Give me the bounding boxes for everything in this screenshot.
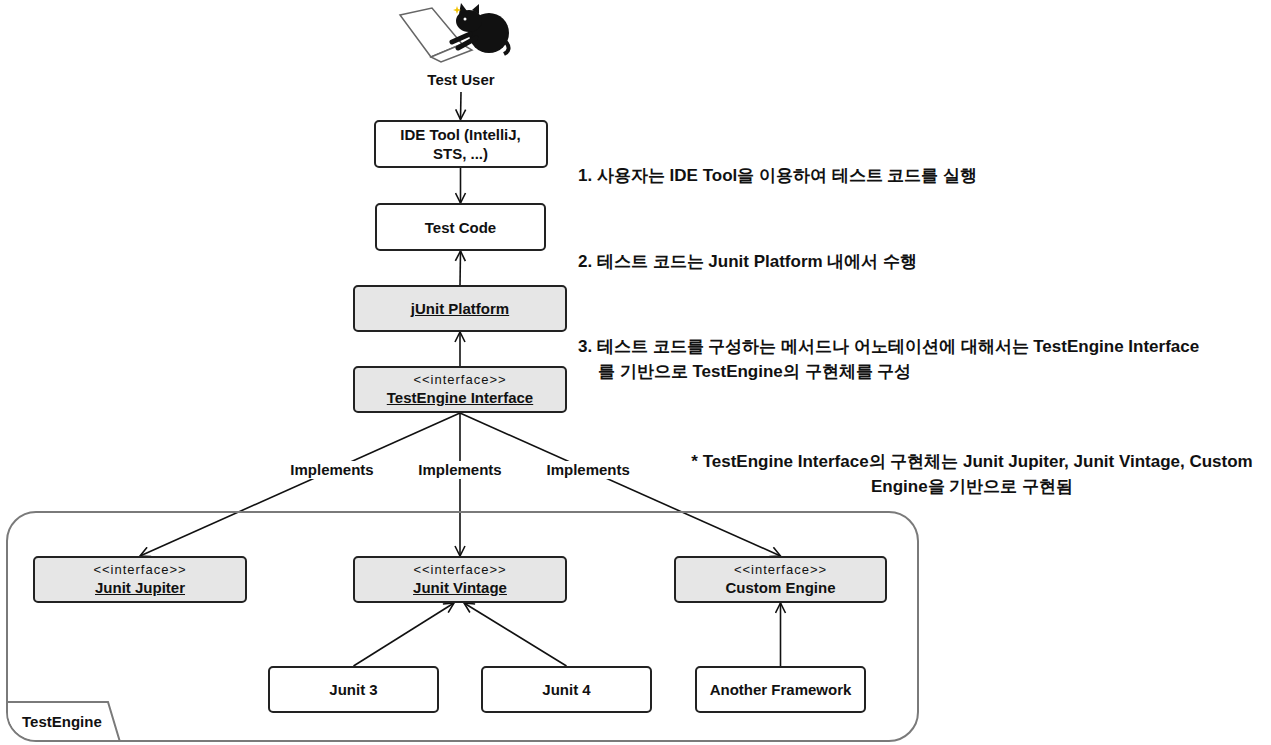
node-label: Junit 3 bbox=[329, 680, 377, 699]
edge-label: Implements bbox=[287, 461, 376, 479]
platform-box: jUnit Platform bbox=[353, 285, 567, 332]
note-text: 1. 사용자는 IDE Tool을 이용하여 테스트 코드를 실행 bbox=[578, 163, 977, 188]
node-label: Test Code bbox=[425, 218, 496, 237]
group-frame: TestEngine<<interface>>Junit Jupiter<<in… bbox=[6, 511, 919, 742]
group-tab bbox=[6, 702, 120, 742]
stereotype: <<interface>> bbox=[413, 562, 506, 578]
laptop-base bbox=[431, 44, 472, 62]
connector-arrow bbox=[780, 603, 782, 666]
actor-label: Test User bbox=[410, 68, 512, 90]
node-label: jUnit Platform bbox=[411, 299, 509, 318]
node-label: Another Framework bbox=[710, 680, 852, 699]
node-label: Junit Jupiter bbox=[95, 578, 185, 597]
edge-label: Implements bbox=[415, 461, 504, 479]
connector-arrow bbox=[459, 251, 461, 285]
process-box: IDE Tool (IntelliJ, STS, ...) bbox=[374, 120, 548, 168]
edge-label: Implements bbox=[544, 461, 633, 479]
interface-box: <<interface>>Custom Engine bbox=[674, 556, 887, 603]
sparkle bbox=[453, 6, 461, 14]
note-text: 2. 테스트 코드는 Junit Platform 내에서 수행 bbox=[578, 249, 917, 274]
framework-box: Junit 4 bbox=[481, 666, 652, 713]
cat-eye bbox=[464, 18, 467, 21]
node-label: Junit Vintage bbox=[413, 578, 507, 597]
stereotype: <<interface>> bbox=[734, 562, 827, 578]
group-label-holder: TestEngine bbox=[22, 712, 102, 731]
cat-tail bbox=[504, 42, 509, 54]
node-label: Junit 4 bbox=[542, 680, 590, 699]
framework-box: Another Framework bbox=[695, 666, 866, 713]
interface-box: <<interface>>Junit Jupiter bbox=[33, 556, 247, 603]
interface-box: <<interface>>TestEngine Interface bbox=[353, 366, 567, 413]
stereotype: <<interface>> bbox=[413, 372, 506, 388]
cat-ear bbox=[459, 3, 467, 14]
interface-box: <<interface>>Junit Vintage bbox=[353, 556, 567, 603]
framework-box: Junit 3 bbox=[268, 666, 439, 713]
connector-arrow bbox=[464, 603, 567, 666]
connector-arrow bbox=[460, 168, 462, 204]
node-label: Test User bbox=[427, 70, 494, 89]
cat-ear bbox=[472, 4, 479, 14]
cat-paw bbox=[452, 34, 476, 48]
stereotype: <<interface>> bbox=[93, 562, 186, 578]
node-label: TestEngine Interface bbox=[387, 388, 533, 407]
connector-arrow bbox=[460, 92, 462, 120]
connector-arrow bbox=[459, 413, 461, 556]
connector-arrow bbox=[459, 332, 461, 366]
node-label: IDE Tool (IntelliJ, STS, ...) bbox=[386, 125, 536, 163]
note-text: * TestEngine Interface의 구현체는 Junit Jupit… bbox=[678, 449, 1266, 499]
connector-arrow bbox=[140, 413, 460, 556]
process-box: Test Code bbox=[375, 203, 546, 251]
connector-arrow bbox=[460, 413, 781, 556]
note-text: 3. 테스트 코드를 구성하는 메서드나 어노테이션에 대해서는 TestEng… bbox=[578, 334, 1208, 384]
group-label: TestEngine bbox=[22, 712, 102, 731]
node-label: Custom Engine bbox=[725, 578, 835, 597]
connector-arrow bbox=[354, 603, 455, 666]
